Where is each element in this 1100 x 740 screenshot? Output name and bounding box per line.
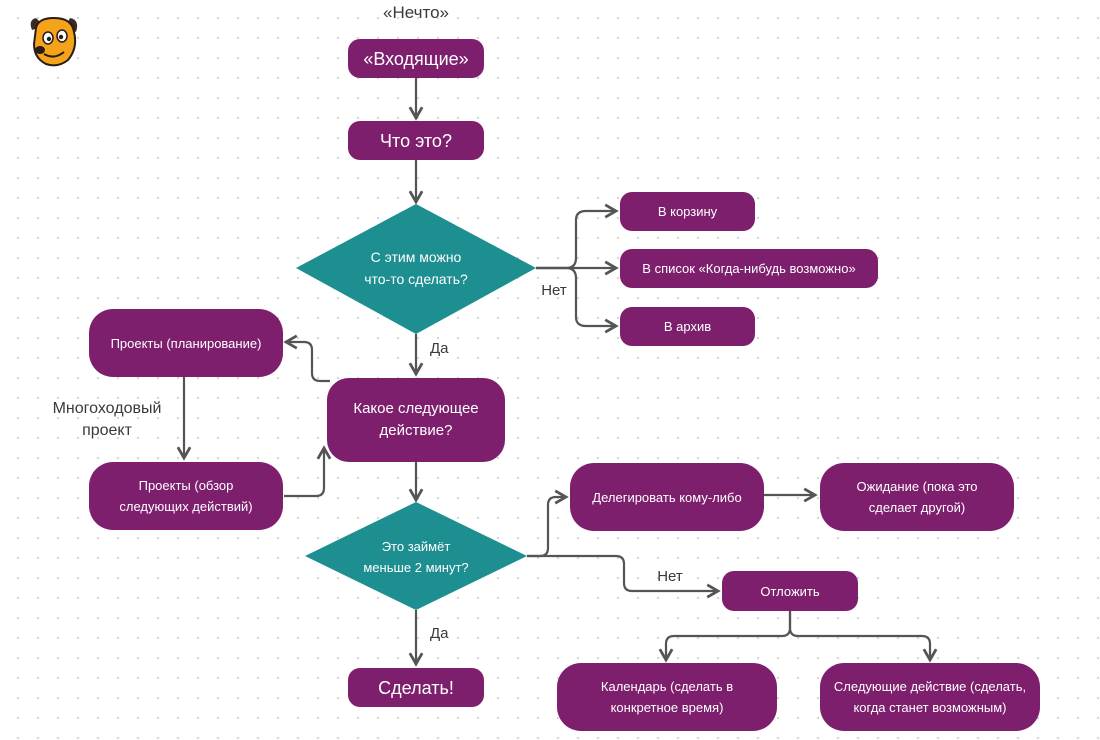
edge-twomin-delegate	[527, 489, 569, 558]
decision-two-minutes-label: Это займёт меньше 2 минут?	[363, 539, 469, 575]
node-next-actions-list[interactable]: Следующие действие (сделать, когда стане…	[820, 663, 1040, 731]
edge-label-no-2: Нет	[657, 568, 683, 585]
edge-label-yes-2: Да	[430, 625, 449, 642]
edge-label-yes-1: Да	[430, 340, 449, 357]
node-do-it[interactable]: Сделать!	[348, 668, 484, 707]
node-delegate[interactable]: Делегировать кому-либо	[570, 463, 764, 531]
node-calendar[interactable]: Календарь (сделать в конкретное время)	[557, 663, 777, 731]
multistep-project-label: Многоходовый проект	[52, 400, 162, 439]
edge-label-no-1: Нет	[541, 282, 567, 299]
edge-defer-calendar	[658, 611, 792, 663]
edge-actionable-archive	[536, 266, 619, 334]
node-waiting[interactable]: Ожидание (пока это сделает другой)	[820, 463, 1014, 531]
start-label: «Нечто»	[383, 3, 449, 22]
dog-logo-icon	[30, 16, 78, 67]
decision-two-minutes	[305, 502, 527, 610]
node-defer[interactable]: Отложить	[722, 571, 858, 611]
node-projects-review[interactable]: Проекты (обзор следующих действий)	[89, 462, 283, 530]
edge-twomin-defer	[527, 554, 721, 599]
node-what-is-it[interactable]: Что это?	[348, 121, 484, 160]
node-projects-planning[interactable]: Проекты (планирование)	[89, 309, 283, 377]
node-next-action[interactable]: Какое следующее действие?	[327, 378, 505, 462]
decision-actionable-label: С этим можно что-то сделать?	[364, 249, 468, 287]
node-someday-list[interactable]: В список «Когда-нибудь возможно»	[620, 249, 878, 288]
node-archive[interactable]: В архив	[620, 307, 755, 346]
node-inbox[interactable]: «Входящие»	[348, 39, 484, 78]
edge-review-next	[284, 445, 332, 498]
decision-actionable	[296, 204, 536, 334]
edge-actionable-trash	[536, 203, 619, 270]
edge-defer-nextlist	[788, 611, 938, 663]
edge-next-planning	[283, 334, 330, 383]
node-trash[interactable]: В корзину	[620, 192, 755, 231]
